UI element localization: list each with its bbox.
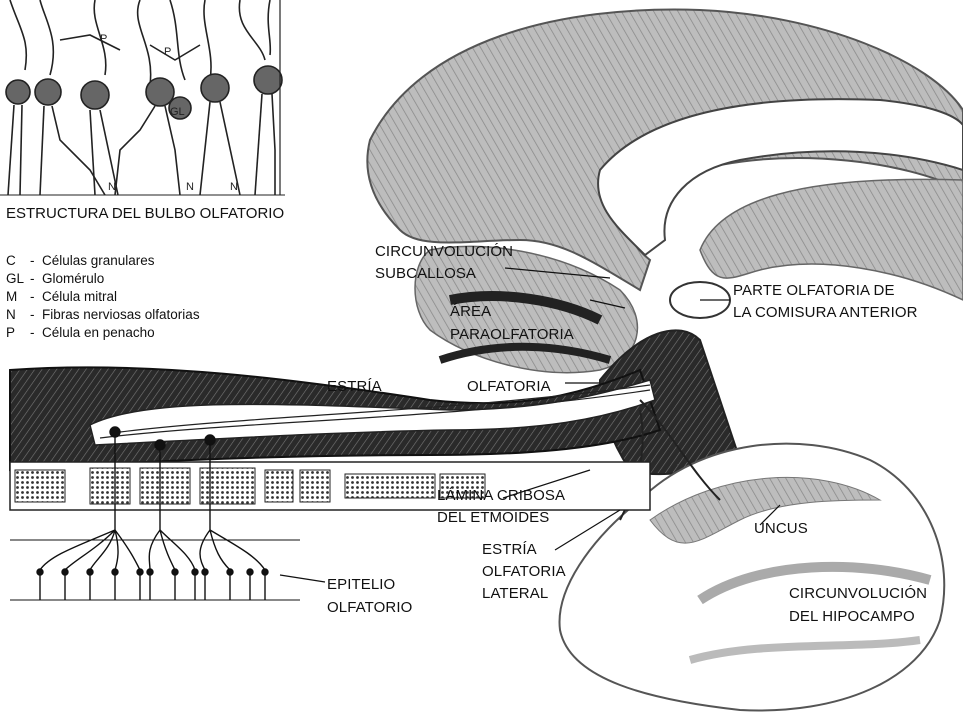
legend-row: GL - Glomérulo [6, 270, 200, 288]
legend-row: C - Células granulares [6, 252, 200, 270]
bulb-inset [0, 0, 285, 195]
inset-mark-p1: P [100, 33, 107, 45]
inset-mark-n1: N [108, 181, 116, 193]
label-lamina-line1: LÁMINA CRIBOSA [437, 485, 565, 507]
legend-text: Fibras nerviosas olfatorias [42, 306, 200, 324]
inset-mark-n3: N [230, 181, 238, 193]
legend-code: M [6, 288, 30, 306]
label-circ-subcallosa-line2: SUBCALLOSA [375, 263, 476, 285]
glomeruli [6, 66, 282, 119]
label-area-line2: PARAOLFATORIA [450, 324, 574, 346]
legend-text: Glomérulo [42, 270, 104, 288]
legend-separator: - [30, 324, 42, 342]
label-olfatoria: OLFATORIA [467, 376, 551, 398]
legend-code: N [6, 306, 30, 324]
inset-mark-p2: P [164, 46, 171, 58]
inset-marks: P P GL N N N [100, 33, 238, 193]
legend-row: N - Fibras nerviosas olfatorias [6, 306, 200, 324]
label-lamina-line2: DEL ETMOIDES [437, 507, 549, 529]
label-lateral-line3: LATERAL [482, 583, 548, 605]
label-epitelio-line1: EPITELIO [327, 574, 395, 596]
inset-mark-n2: N [186, 181, 194, 193]
label-hipocampo-line2: DEL HIPOCAMPO [789, 606, 915, 628]
legend-code: P [6, 324, 30, 342]
label-lateral-line2: OLFATORIA [482, 561, 566, 583]
legend-code: C [6, 252, 30, 270]
inset-mark-gl: GL [170, 106, 185, 118]
label-area-line1: ÁREA [450, 301, 491, 323]
legend-separator: - [30, 270, 42, 288]
legend-separator: - [30, 252, 42, 270]
legend-separator: - [30, 306, 42, 324]
label-estria: ESTRÍA [327, 376, 382, 398]
label-hipocampo-line1: CIRCUNVOLUCIÓN [789, 583, 927, 605]
label-comisura-line1: PARTE OLFATORIA DE [733, 280, 895, 302]
legend: C - Células granulares GL - Glomérulo M … [6, 252, 200, 342]
legend-row: M - Célula mitral [6, 288, 200, 306]
inset-title: ESTRUCTURA DEL BULBO OLFATORIO [6, 205, 284, 222]
label-circ-subcallosa-line1: CIRCUNVOLUCIÓN [375, 241, 513, 263]
label-uncus: UNCUS [754, 518, 808, 540]
label-comisura-line2: LA COMISURA ANTERIOR [733, 302, 918, 324]
label-epitelio-line2: OLFATORIO [327, 597, 412, 619]
label-lateral-line1: ESTRÍA [482, 539, 537, 561]
legend-text: Células granulares [42, 252, 155, 270]
legend-row: P - Célula en penacho [6, 324, 200, 342]
legend-text: Célula en penacho [42, 324, 155, 342]
legend-text: Célula mitral [42, 288, 117, 306]
legend-code: GL [6, 270, 30, 288]
legend-separator: - [30, 288, 42, 306]
